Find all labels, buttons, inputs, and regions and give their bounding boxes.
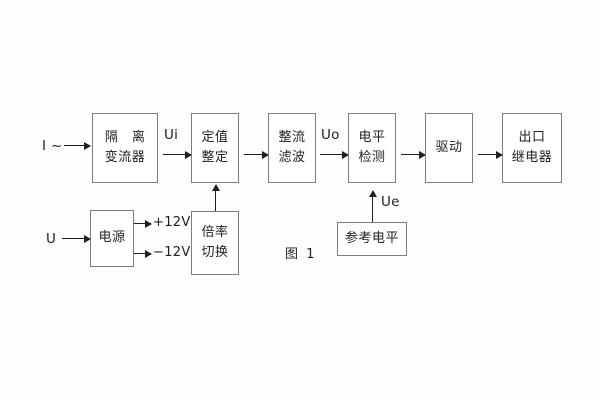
block-rectifier-filter-line-1: 整流 xyxy=(278,129,306,145)
block-driver: 驱动 xyxy=(425,113,473,183)
block-reference-level: 参考电平 xyxy=(337,222,407,256)
block-reference-level-line-1: 参考电平 xyxy=(344,230,399,246)
current-input-label: I ~ xyxy=(42,138,63,154)
arrow-ratio-switch-to-setting xyxy=(211,184,220,211)
figure-caption: 图 1 xyxy=(285,247,317,262)
block-setting-line-2: 整定 xyxy=(201,150,229,165)
signal-label-ui: Ui xyxy=(164,127,179,143)
block-setting-line-1: 定值 xyxy=(201,129,229,145)
arrow-reference-level-to-level-detect xyxy=(368,190,377,222)
block-driver-line-1: 驱动 xyxy=(435,139,463,155)
block-level-detect: 电平 检测 xyxy=(348,113,396,183)
signal-label-ue: Ue xyxy=(381,194,400,210)
block-isolation-ct-line-1: 隔 离 xyxy=(104,129,151,145)
rail-negative-label: −12V xyxy=(153,245,191,260)
block-ratio-switch-line-2: 切换 xyxy=(201,245,229,260)
arrow-current-to-isolation-ct xyxy=(64,141,91,150)
arrow-rectifier-to-level-detect xyxy=(320,150,349,159)
arrow-rail-negative xyxy=(134,249,152,258)
arrow-isolation-ct-to-setting xyxy=(163,150,192,159)
block-isolation-ct-line-2: 变流器 xyxy=(104,150,146,165)
arrow-driver-to-output-relay xyxy=(478,150,503,159)
block-level-detect-line-1: 电平 xyxy=(358,129,386,145)
arrow-voltage-to-power-supply xyxy=(62,234,91,243)
arrow-rail-positive xyxy=(134,219,152,228)
block-output-relay: 出口 继电器 xyxy=(502,113,562,183)
block-ratio-switch-line-1: 倍率 xyxy=(201,224,229,240)
block-rectifier-filter: 整流 滤波 xyxy=(268,113,316,183)
voltage-input-label: U xyxy=(46,231,57,247)
signal-label-uo: Uo xyxy=(321,127,340,143)
arrow-setting-to-rectifier xyxy=(244,150,269,159)
block-power-supply-line-1: 电源 xyxy=(98,230,126,246)
rail-positive-label: +12V xyxy=(153,215,191,230)
arrow-level-detect-to-driver xyxy=(401,150,426,159)
block-output-relay-line-1: 出口 xyxy=(518,129,546,145)
block-output-relay-line-2: 继电器 xyxy=(511,150,553,165)
block-rectifier-filter-line-2: 滤波 xyxy=(278,150,306,165)
block-level-detect-line-2: 检测 xyxy=(358,150,386,165)
block-power-supply: 电源 xyxy=(90,210,134,267)
block-isolation-ct: 隔 离 变流器 xyxy=(92,113,158,183)
block-ratio-switch: 倍率 切换 xyxy=(191,211,239,275)
block-setting: 定值 整定 xyxy=(191,113,239,183)
